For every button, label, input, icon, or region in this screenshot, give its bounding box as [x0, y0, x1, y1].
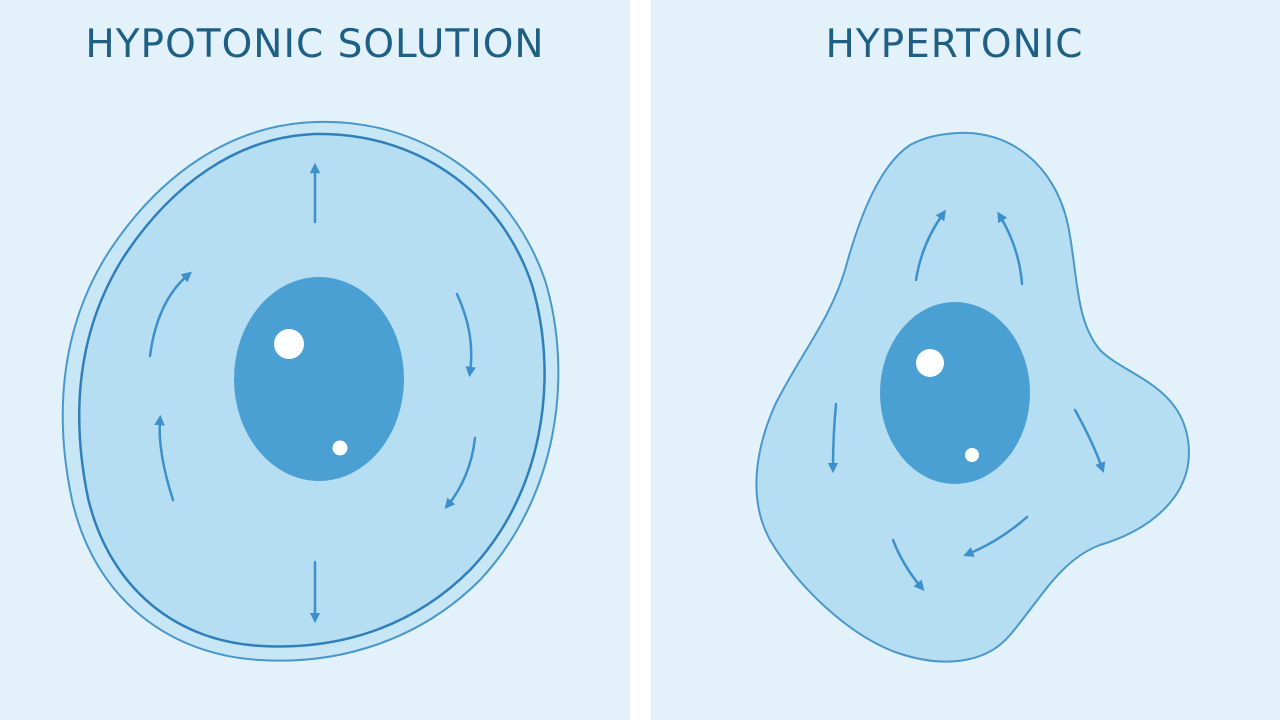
- arrow-bottom-left-icon: [891, 538, 925, 592]
- shrunken-cell-diagram: [755, 131, 1190, 663]
- hypotonic-panel: HYPOTONIC SOLUTION: [0, 0, 630, 720]
- nucleus: [880, 302, 1030, 484]
- arrow-curve-up-left-icon: [914, 209, 947, 282]
- swollen-cell-diagram: [61, 120, 560, 662]
- arrow-bottom-right-icon: [963, 515, 1029, 557]
- nucleolus-large: [274, 329, 304, 359]
- arrow-curve-lower-right-icon: [444, 436, 477, 510]
- nucleolus-small: [332, 440, 348, 456]
- nucleolus-small: [965, 448, 979, 462]
- hypotonic-title: HYPOTONIC SOLUTION: [85, 22, 545, 67]
- nucleus: [234, 277, 404, 481]
- arrow-curve-upper-left-icon: [148, 271, 192, 358]
- nucleolus-large: [916, 349, 944, 377]
- arrow-right-down-icon: [1073, 408, 1106, 473]
- arrow-left-down-icon: [827, 402, 839, 474]
- hypertonic-panel: HYPERTONIC: [651, 0, 1280, 720]
- hypertonic-title: HYPERTONIC: [825, 22, 1084, 67]
- arrow-curve-up-right-icon: [997, 211, 1024, 286]
- arrow-curve-upper-right-icon: [455, 292, 476, 378]
- arrow-curve-lower-left-icon: [154, 414, 175, 502]
